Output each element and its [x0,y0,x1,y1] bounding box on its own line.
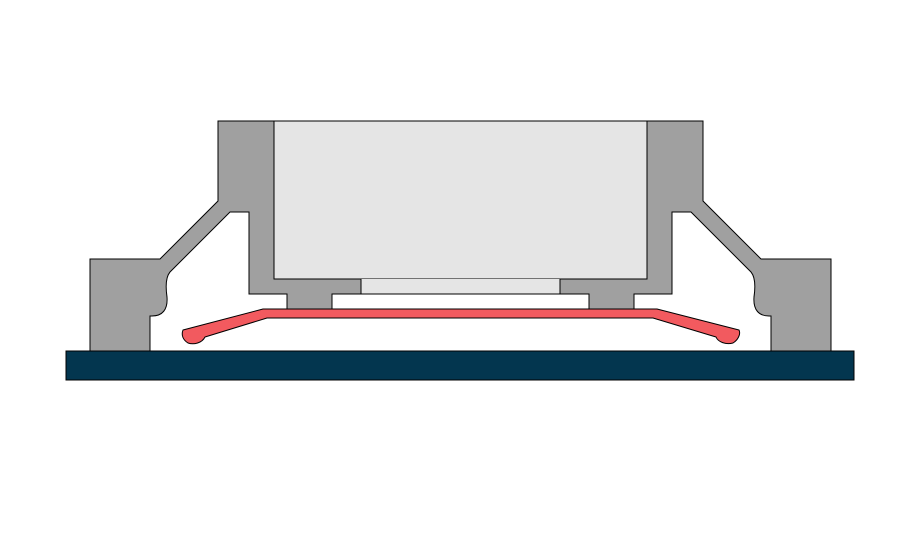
substrate-board [65,350,855,381]
spring-contact [181,308,741,345]
center-block [273,120,648,280]
center-block-bottom-step [361,279,560,294]
center-block-step-outline [360,279,561,295]
